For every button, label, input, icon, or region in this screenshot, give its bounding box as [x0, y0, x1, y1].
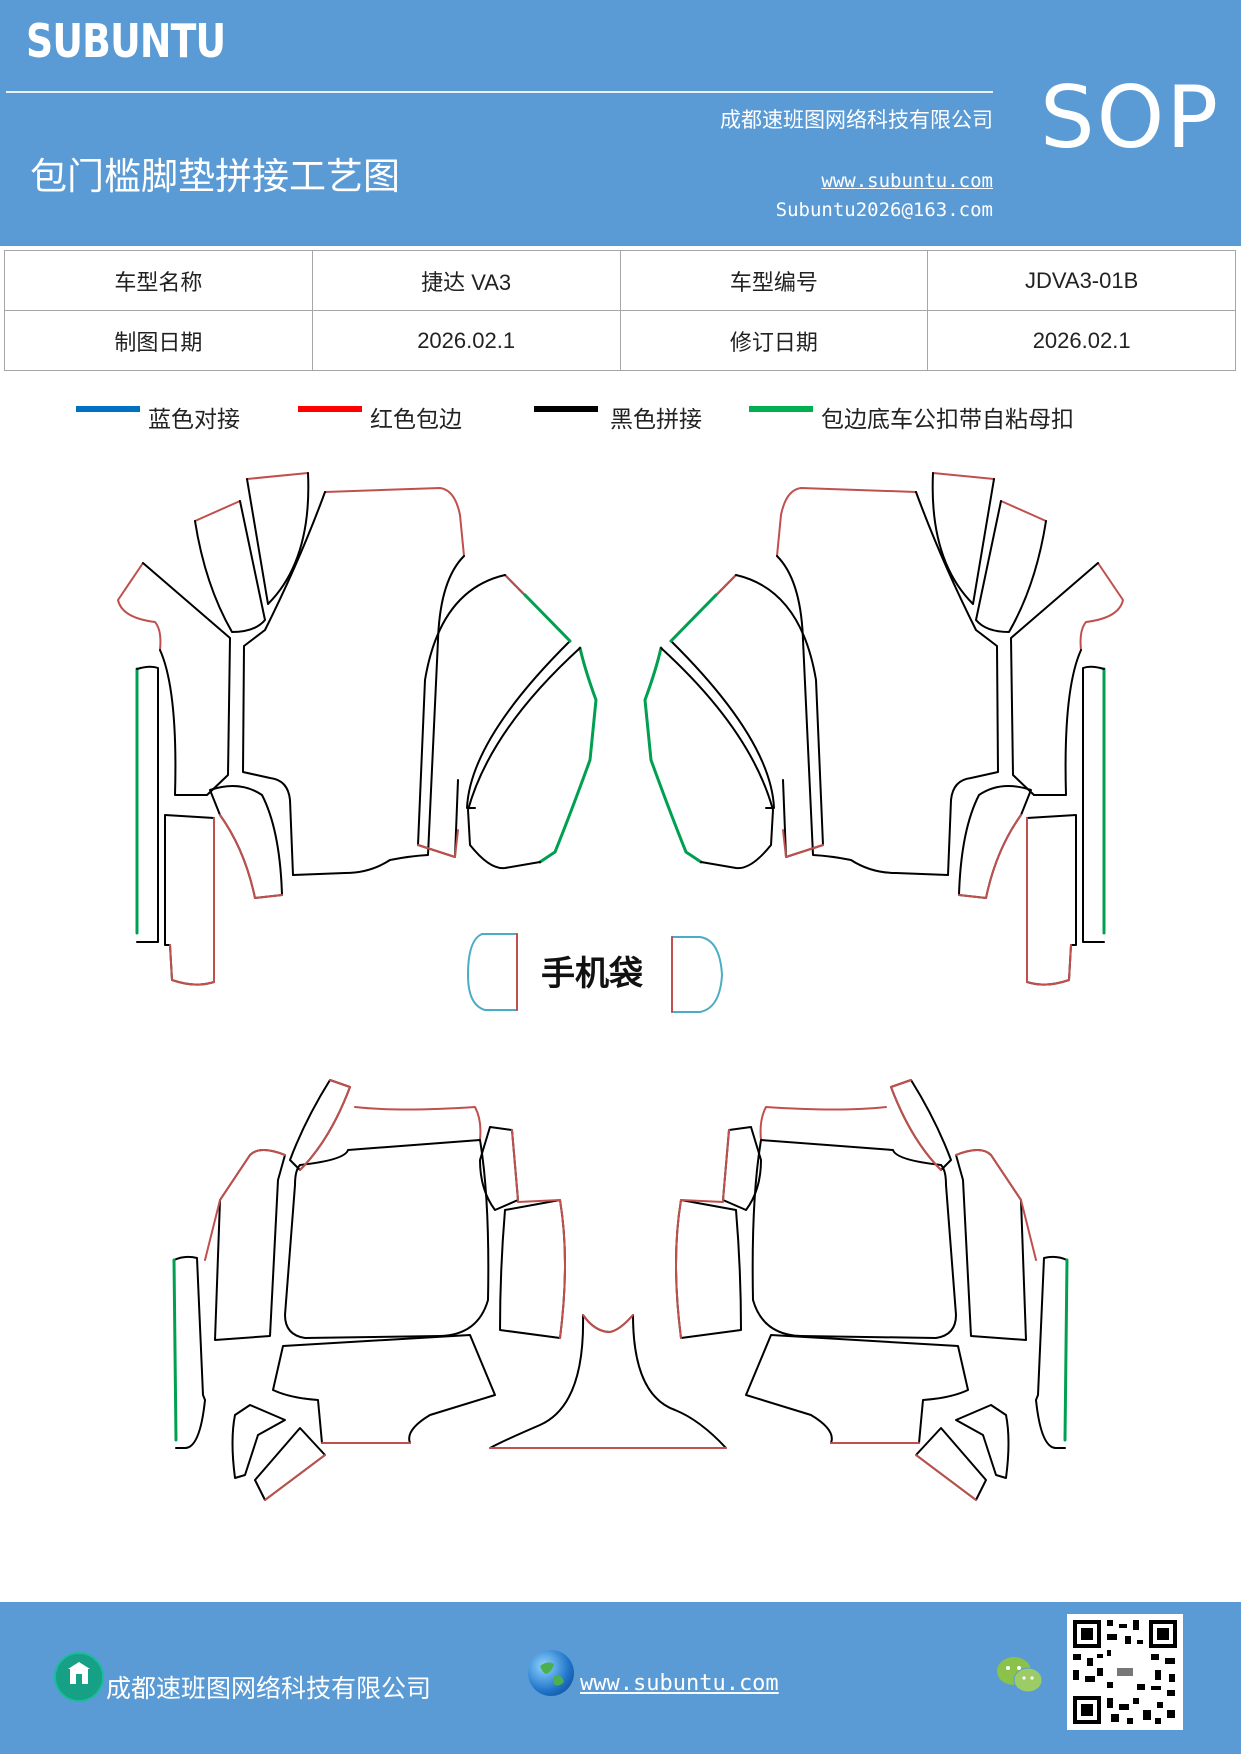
legend-item-black: 黑色拼接	[534, 400, 702, 434]
footer-website-link[interactable]: www.subuntu.com	[580, 1671, 779, 1696]
sop-label: SOP	[1040, 68, 1221, 168]
header-banner: SUBUNTU SOP 成都速班图网络科技有限公司 包门槛脚垫拼接工艺图 www…	[0, 0, 1241, 246]
info-table: 车型名称 捷达 VA3 车型编号 JDVA3-01B 制图日期 2026.02.…	[4, 250, 1236, 371]
rear-left-mats	[172, 1079, 566, 1501]
legend-label: 黑色拼接	[610, 407, 702, 433]
legend-item-red: 红色包边	[298, 400, 462, 434]
legend-label: 包边底车公扣带自粘母扣	[821, 407, 1074, 433]
model-name-value: 捷达 VA3	[311, 250, 621, 311]
phone-bag-label: 手机袋	[541, 954, 643, 994]
legend-swatch	[749, 406, 813, 412]
draw-date-value: 2026.02.1	[311, 310, 621, 371]
legend-item-green: 包边底车公扣带自粘母扣	[749, 400, 1074, 434]
legend: 蓝色对接 红色包边 黑色拼接 包边底车公扣带自粘母扣	[0, 400, 1241, 440]
legend-swatch	[534, 406, 598, 412]
revise-date-value: 2026.02.1	[927, 310, 1236, 371]
legend-label: 红色包边	[370, 407, 462, 433]
center-tunnel-mat	[489, 1314, 727, 1449]
phone-bag-right	[671, 936, 723, 1013]
model-name-label: 车型名称	[4, 250, 313, 311]
legend-label: 蓝色对接	[148, 407, 240, 433]
website-link[interactable]: www.subuntu.com	[821, 170, 993, 192]
company-name: 成都速班图网络科技有限公司	[720, 108, 993, 132]
info-row: 制图日期 2026.02.1 修订日期 2026.02.1	[4, 310, 1236, 371]
revise-date-label: 修订日期	[619, 310, 929, 371]
footer-company: 成都速班图网络科技有限公司	[106, 1674, 432, 1703]
page-title: 包门槛脚垫拼接工艺图	[30, 155, 400, 198]
phone-bag-left	[467, 933, 518, 1011]
brand-logo: SUBUNTU	[26, 14, 226, 68]
qr-code	[1067, 1614, 1183, 1730]
wechat-icon[interactable]	[995, 1654, 1045, 1696]
front-left-mats	[117, 472, 598, 986]
footer-banner: 成都速班图网络科技有限公司 www.subuntu.com	[0, 1602, 1241, 1754]
header-divider	[6, 91, 993, 93]
front-right-mats	[643, 472, 1124, 986]
legend-swatch	[298, 406, 362, 412]
legend-swatch	[76, 406, 140, 412]
email-address: Subuntu2026@163.com	[775, 199, 993, 221]
globe-icon	[528, 1650, 574, 1696]
model-code-label: 车型编号	[619, 250, 929, 311]
building-icon	[54, 1652, 104, 1702]
info-row: 车型名称 捷达 VA3 车型编号 JDVA3-01B	[4, 250, 1236, 311]
legend-item-blue: 蓝色对接	[76, 400, 240, 434]
model-code-value: JDVA3-01B	[927, 250, 1236, 311]
draw-date-label: 制图日期	[4, 310, 313, 371]
rear-right-mats	[675, 1079, 1069, 1501]
mat-diagram: 手机袋	[117, 472, 1124, 1501]
